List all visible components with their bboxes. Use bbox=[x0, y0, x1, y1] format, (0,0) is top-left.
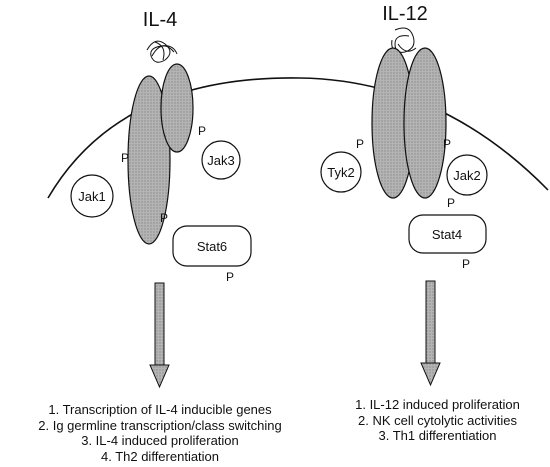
jak1-circle bbox=[70, 174, 114, 218]
il4-outcomes-list: 1. Transcription of IL-4 inducible genes… bbox=[5, 402, 315, 464]
il12-label: IL-12 bbox=[382, 3, 428, 25]
phospho-receptor-site: P bbox=[160, 211, 168, 225]
il12-outcomes-list: 1. IL-12 induced proliferation 2. NK cel… bbox=[325, 397, 550, 444]
jak3-circle bbox=[201, 140, 241, 180]
tyk2-circle bbox=[320, 151, 362, 193]
stat4-box bbox=[408, 214, 487, 254]
il4-outcome-item: 2. Ig germline transcription/class switc… bbox=[38, 417, 282, 433]
cell-membrane bbox=[47, 77, 549, 199]
il4-label: IL-4 bbox=[143, 9, 177, 31]
il4-receptor-gamma-chain bbox=[160, 63, 194, 153]
jak2-label: Jak2 bbox=[453, 168, 480, 183]
left-signal-arrow bbox=[149, 282, 170, 389]
phospho-stat4: P bbox=[462, 257, 470, 271]
phospho-jak3-site: P bbox=[198, 124, 206, 138]
phospho-receptor-site-right: P bbox=[447, 196, 455, 210]
tyk2-label: Tyk2 bbox=[327, 165, 354, 180]
il12-outcome-item: 2. NK cell cytolytic activities bbox=[358, 412, 517, 428]
phospho-stat6: P bbox=[226, 270, 234, 284]
jak1-label: Jak1 bbox=[78, 189, 105, 204]
il4-outcome-item: 4. Th2 differentiation bbox=[100, 448, 220, 464]
phospho-jak2-site: P bbox=[443, 137, 451, 151]
il12-receptor-chain-right bbox=[403, 47, 447, 199]
jak3-label: Jak3 bbox=[207, 153, 234, 168]
stat6-label: Stat6 bbox=[197, 239, 227, 254]
jak2-circle bbox=[446, 154, 488, 196]
stat4-label: Stat4 bbox=[432, 227, 462, 242]
right-signal-arrow bbox=[420, 280, 441, 387]
il4-outcome-item: 3. IL-4 induced proliferation bbox=[81, 433, 239, 448]
il4-ligand-icon bbox=[146, 40, 178, 63]
il4-outcome-item: 1. Transcription of IL-4 inducible genes bbox=[48, 402, 272, 417]
stat6-box bbox=[172, 225, 252, 267]
il12-outcome-item: 3. Th1 differentiation bbox=[378, 428, 497, 443]
il4-receptor-alpha-chain bbox=[127, 75, 171, 245]
il12-outcome-item: 1. IL-12 induced proliferation bbox=[355, 397, 520, 412]
phospho-jak1-site: P bbox=[121, 151, 129, 165]
phospho-tyk2-site: P bbox=[356, 137, 364, 151]
